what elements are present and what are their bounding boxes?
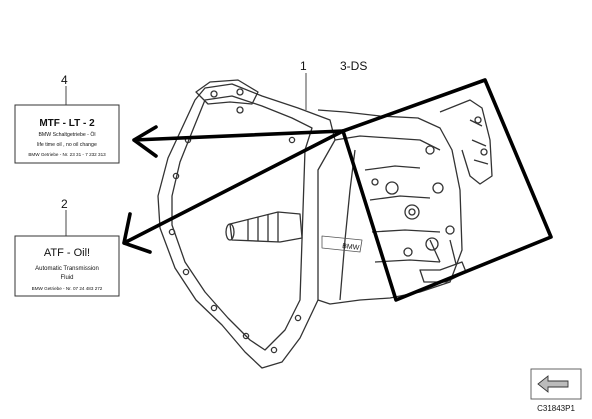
arrow-to-label-4 xyxy=(132,125,345,158)
catalog-arrow-icon xyxy=(530,368,582,400)
label-4-title: MTF - LT - 2 xyxy=(39,118,95,129)
transmission-drawing xyxy=(157,79,493,369)
arrow-to-label-2 xyxy=(122,129,345,254)
label-4-line-1: BMW Schaltgetriebe - Öl xyxy=(38,131,95,138)
callout-4: 4 xyxy=(61,73,68,87)
label-2-line-2: Fluid xyxy=(60,275,73,281)
label-2-line-1: Automatic Transmission xyxy=(35,266,99,272)
label-2-line-3: BMW Getriebe - Nr. 07 24 483 272 xyxy=(32,286,103,291)
label-4-mtf: MTF - LT - 2 BMW Schaltgetriebe - Öl lif… xyxy=(14,104,120,164)
callout-2: 2 xyxy=(61,197,68,211)
housing-text: BMW xyxy=(342,243,360,252)
highlight-box xyxy=(341,78,553,302)
label-2-title: ATF - Oil! xyxy=(44,247,90,259)
label-2-atf: ATF - Oil! Automatic Transmission Fluid … xyxy=(14,235,120,297)
catalog-number: C31843P1 xyxy=(537,404,575,413)
callout-1: 1 xyxy=(300,59,307,73)
label-4-line-2: life time oil , no oil change xyxy=(37,142,97,148)
label-4-line-3: BMW Getriebe - Nr. 23 31 - 7 232 313 xyxy=(28,152,106,157)
annotation-marks xyxy=(122,78,553,302)
model-label: 3-DS xyxy=(340,59,367,73)
callout-leaders xyxy=(65,73,307,236)
